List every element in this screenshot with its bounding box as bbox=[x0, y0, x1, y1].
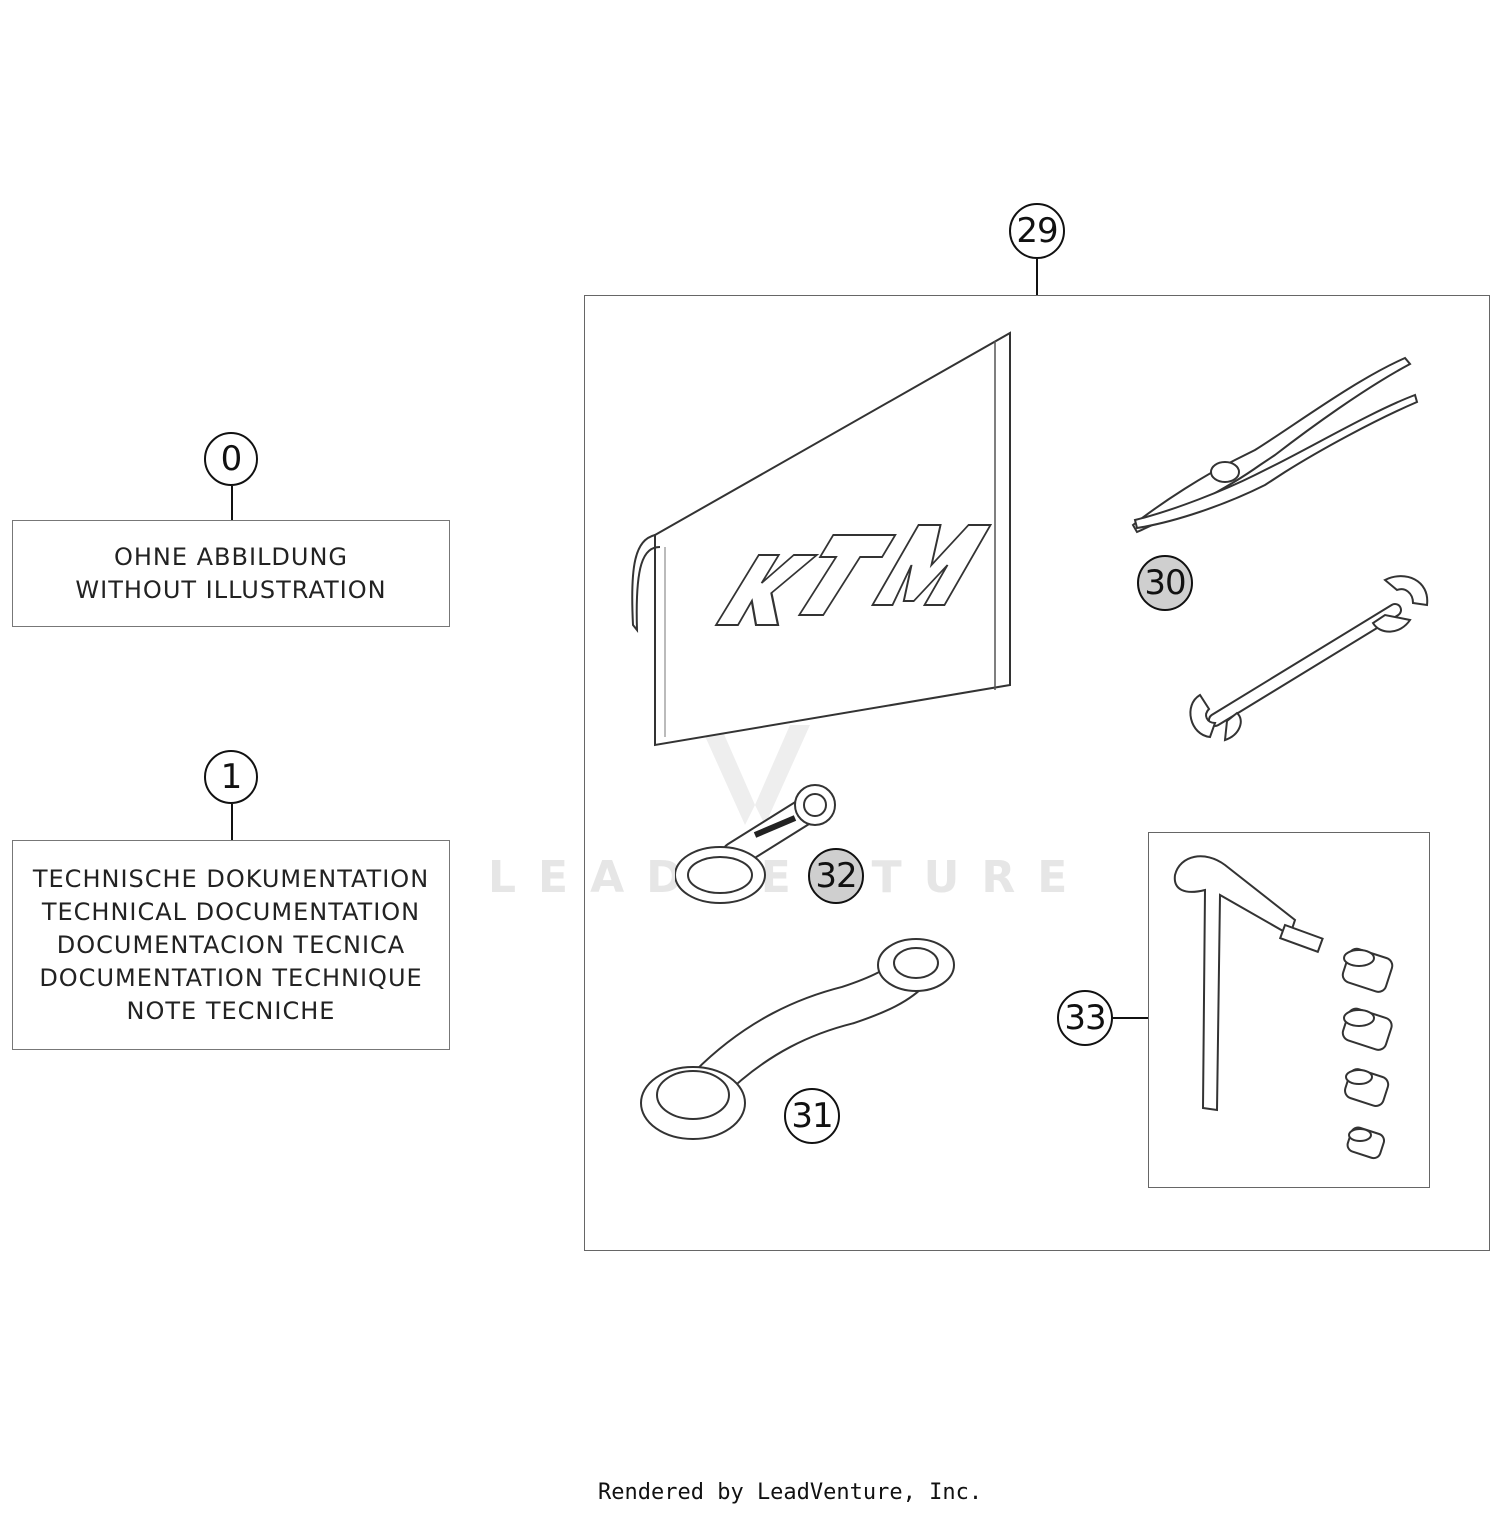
open-end-wrench-icon bbox=[1189, 575, 1429, 742]
no-illustration-en: WITHOUT ILLUSTRATION bbox=[75, 575, 387, 604]
leader-line-1 bbox=[231, 804, 233, 841]
ring-wrench-icon bbox=[640, 938, 955, 1140]
manual-folder-icon bbox=[631, 331, 1011, 747]
documentation-de: TECHNISCHE DOKUMENTATION bbox=[32, 864, 430, 893]
callout-1: 1 bbox=[204, 750, 258, 804]
spanner-ktm-icon bbox=[675, 784, 836, 904]
t-handle-hex-key-icon bbox=[1173, 855, 1324, 1112]
documentation-fr: DOCUMENTATION TECHNIQUE bbox=[39, 963, 423, 992]
leader-line-33 bbox=[1113, 1017, 1148, 1019]
leader-line-29 bbox=[1036, 259, 1038, 296]
callout-0: 0 bbox=[204, 432, 258, 486]
callout-30: 30 bbox=[1137, 555, 1193, 611]
footer-credit: Rendered by LeadVenture, Inc. bbox=[598, 1480, 983, 1505]
callout-29: 29 bbox=[1009, 203, 1065, 259]
no-illustration-de: OHNE ABBILDUNG bbox=[113, 542, 349, 571]
documentation-es: DOCUMENTACION TECNICA bbox=[56, 930, 406, 959]
documentation-box: TECHNISCHE DOKUMENTATION TECHNICAL DOCUM… bbox=[12, 840, 450, 1050]
callout-31: 31 bbox=[784, 1088, 840, 1144]
callout-33: 33 bbox=[1057, 990, 1113, 1046]
callout-32: 32 bbox=[808, 848, 864, 904]
documentation-it: NOTE TECNICHE bbox=[126, 996, 336, 1025]
documentation-en: TECHNICAL DOCUMENTATION bbox=[41, 897, 421, 926]
leader-line-0 bbox=[231, 486, 233, 521]
tool-kit-frame bbox=[584, 295, 1490, 1251]
hex-key-set-frame bbox=[1148, 832, 1430, 1188]
no-illustration-box: OHNE ABBILDUNG WITHOUT ILLUSTRATION bbox=[12, 520, 450, 627]
socket-icon bbox=[1341, 947, 1394, 1160]
pliers-icon bbox=[1131, 356, 1419, 534]
